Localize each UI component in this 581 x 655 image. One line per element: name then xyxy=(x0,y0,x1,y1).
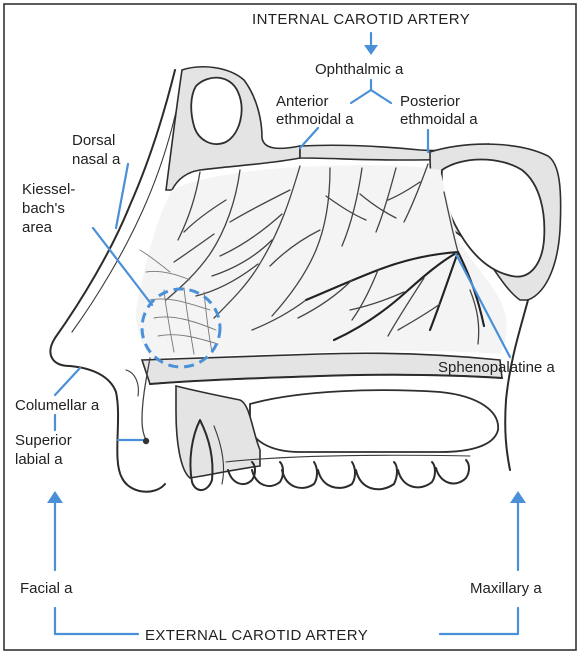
external-carotid-label: EXTERNAL CAROTID ARTERY xyxy=(145,627,368,644)
anterior-ethmoidal-label-2: ethmoidal a xyxy=(276,111,354,128)
posterior-wall xyxy=(505,300,528,470)
nasal-cavity-illustration xyxy=(50,67,560,492)
maxillary-label: Maxillary a xyxy=(470,580,542,597)
dorsal-nasal-leader xyxy=(116,164,128,228)
superior-labial-label-2: labial a xyxy=(15,451,63,468)
kiesselbach-label-2: bach's xyxy=(22,200,65,217)
sphenopalatine-label: Sphenopalatine a xyxy=(438,359,555,376)
ophthalmic-to-posterior xyxy=(371,90,391,103)
ophthalmic-to-anterior xyxy=(351,80,371,103)
oral-cavity xyxy=(250,390,498,452)
facial-arrowhead xyxy=(47,491,63,503)
kiesselbach-leader xyxy=(93,228,152,305)
columellar-label: Columellar a xyxy=(15,397,100,414)
frontal-sinus xyxy=(191,78,241,144)
maxillary-arrowhead xyxy=(510,491,526,503)
columellar-leader xyxy=(55,368,80,395)
external-carotid-bracket-left xyxy=(55,608,138,634)
external-carotid-bracket-right xyxy=(440,608,518,634)
posterior-ethmoidal-label-2: ethmoidal a xyxy=(400,111,478,128)
ophthalmic-label: Ophthalmic a xyxy=(315,61,404,78)
anterior-ethmoidal-label-1: Anterior xyxy=(276,93,329,110)
maxilla-alveolar xyxy=(176,386,260,478)
internal-carotid-label: INTERNAL CAROTID ARTERY xyxy=(252,11,470,28)
internal-carotid-arrowhead xyxy=(364,45,378,55)
teeth-row xyxy=(226,455,470,489)
nostril xyxy=(126,370,138,396)
kiesselbach-label-1: Kiessel- xyxy=(22,181,75,198)
dorsal-nasal-label-2: nasal a xyxy=(72,151,121,168)
posterior-ethmoidal-label-1: Posterior xyxy=(400,93,460,110)
dorsal-nasal-label-1: Dorsal xyxy=(72,132,115,149)
kiesselbach-label-3: area xyxy=(22,219,53,236)
superior-labial-dot xyxy=(143,438,149,444)
facial-label: Facial a xyxy=(20,580,73,597)
superior-labial-label-1: Superior xyxy=(15,432,72,449)
